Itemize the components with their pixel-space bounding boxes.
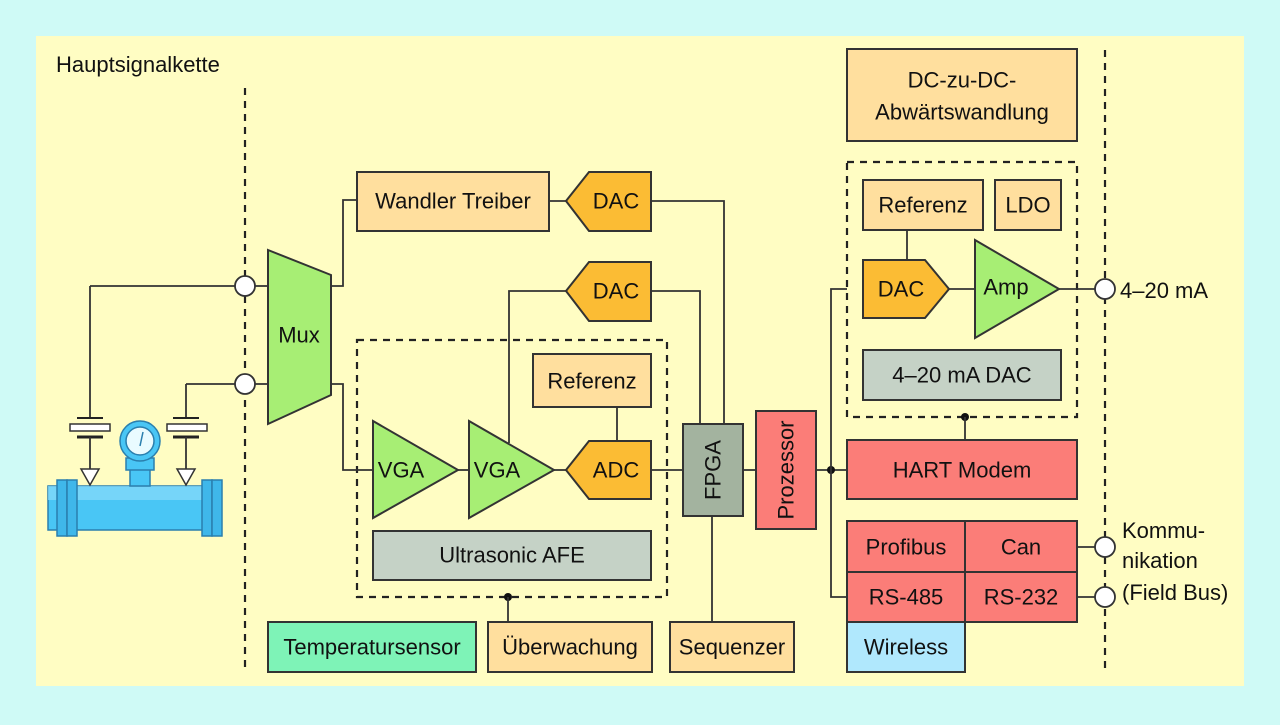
sequenzer-label: Sequenzer bbox=[679, 635, 785, 660]
current-loop-label: 4–20 mA bbox=[1120, 278, 1208, 303]
comm-label-line1: Kommu- bbox=[1122, 518, 1205, 543]
temperatursensor-label: Temperatursensor bbox=[283, 635, 460, 660]
transducer-left-icon bbox=[69, 286, 111, 487]
fpga-block: FPGA bbox=[682, 423, 744, 517]
ma-dac-label: 4–20 mA DAC bbox=[892, 363, 1032, 388]
comm-label-line3: (Field Bus) bbox=[1122, 580, 1228, 605]
dac-out-label: DAC bbox=[878, 277, 925, 302]
ueberwachung-label: Überwachung bbox=[502, 635, 638, 660]
wireless-label: Wireless bbox=[864, 635, 948, 660]
adc-label: ADC bbox=[593, 458, 640, 483]
mux-label: Mux bbox=[278, 323, 320, 348]
can-label: Can bbox=[1001, 535, 1041, 560]
referenz-out-block: Referenz bbox=[862, 179, 984, 231]
temperatursensor-block: Temperatursensor bbox=[267, 621, 477, 673]
sensor-port-1 bbox=[234, 275, 256, 297]
wandler-treiber-block: Wandler Treiber bbox=[356, 171, 550, 232]
sequenzer-block: Sequenzer bbox=[669, 621, 795, 673]
ultrasonic-afe-block: Ultrasonic AFE bbox=[372, 530, 652, 581]
dac-top-label: DAC bbox=[593, 189, 640, 214]
referenz-afe-label: Referenz bbox=[547, 369, 636, 394]
vga-1-block: VGA bbox=[372, 419, 461, 520]
ldo-label: LDO bbox=[1005, 193, 1050, 218]
prozessor-label: Prozessor bbox=[774, 420, 799, 519]
vga-1-label: VGA bbox=[378, 458, 425, 483]
ldo-block: LDO bbox=[994, 179, 1062, 231]
ueberwachung-block: Überwachung bbox=[487, 621, 653, 673]
fpga-label: FPGA bbox=[701, 440, 726, 500]
dac-mid-label: DAC bbox=[593, 279, 640, 304]
referenz-afe-block: Referenz bbox=[532, 353, 652, 408]
adc-block: ADC bbox=[564, 440, 652, 500]
ma-dac-block: 4–20 mA DAC bbox=[862, 349, 1062, 401]
wireless-block: Wireless bbox=[846, 621, 966, 673]
hart-modem-label: HART Modem bbox=[893, 458, 1032, 483]
rs232-label: RS-232 bbox=[984, 585, 1059, 610]
flow-meter-pipe-icon bbox=[47, 420, 223, 537]
dc-dc-label-line2: Abwärtswandlung bbox=[875, 100, 1049, 125]
sensor-port-2 bbox=[234, 373, 256, 395]
comm-port-2 bbox=[1094, 586, 1116, 608]
transducer-right-icon bbox=[166, 384, 208, 487]
rs232-block: RS-232 bbox=[964, 571, 1078, 623]
comm-port-1 bbox=[1094, 536, 1116, 558]
vga-2-label: VGA bbox=[474, 458, 521, 483]
wandler-treiber-label: Wandler Treiber bbox=[375, 189, 531, 214]
ultrasonic-afe-label: Ultrasonic AFE bbox=[439, 543, 585, 568]
dc-dc-label-line1: DC-zu-DC- bbox=[908, 68, 1017, 93]
current-loop-port bbox=[1094, 278, 1116, 300]
profibus-block: Profibus bbox=[846, 520, 966, 573]
dc-dc-converter-block: DC-zu-DC- Abwärtswandlung bbox=[846, 48, 1078, 142]
dac-out-block: DAC bbox=[862, 259, 951, 319]
profibus-label: Profibus bbox=[866, 535, 947, 560]
rs485-block: RS-485 bbox=[846, 571, 966, 623]
can-block: Can bbox=[964, 520, 1078, 573]
amp-block: Amp bbox=[974, 238, 1061, 340]
comm-label-line2: nikation bbox=[1122, 548, 1198, 573]
rs485-label: RS-485 bbox=[869, 585, 944, 610]
amp-label: Amp bbox=[983, 275, 1028, 300]
mux-block: Mux bbox=[267, 248, 332, 426]
prozessor-block: Prozessor bbox=[755, 410, 817, 530]
hart-modem-block: HART Modem bbox=[846, 439, 1078, 500]
vga-2-block: VGA bbox=[468, 419, 557, 520]
referenz-out-label: Referenz bbox=[878, 193, 967, 218]
diagram-title: Hauptsignalkette bbox=[56, 52, 220, 77]
